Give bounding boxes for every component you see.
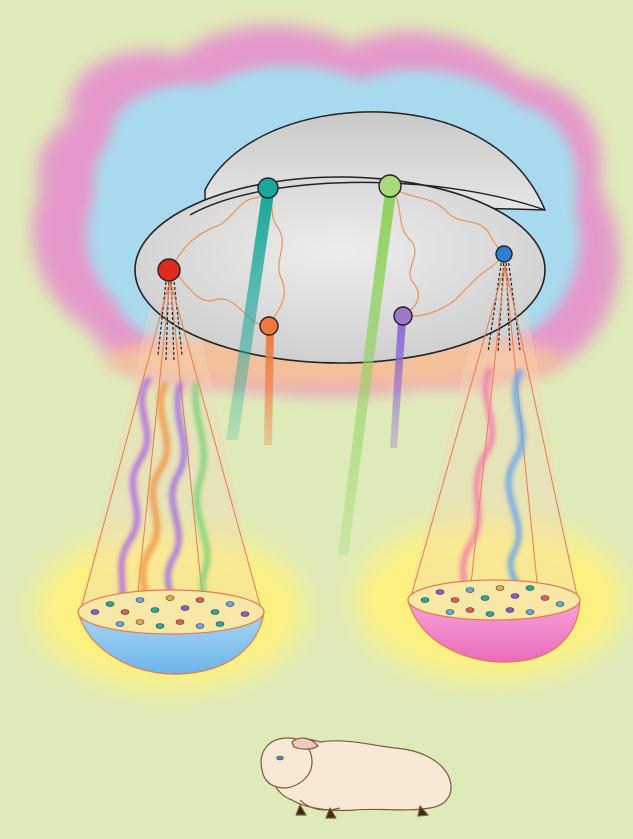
- lamb-eye: [277, 756, 284, 760]
- red-node: [158, 259, 180, 281]
- disc: [135, 177, 545, 363]
- purple-node: [394, 307, 412, 325]
- orange-node: [260, 317, 278, 335]
- lightgreen-node: [379, 175, 401, 197]
- teal-node: [258, 178, 278, 198]
- blue-node: [496, 246, 512, 262]
